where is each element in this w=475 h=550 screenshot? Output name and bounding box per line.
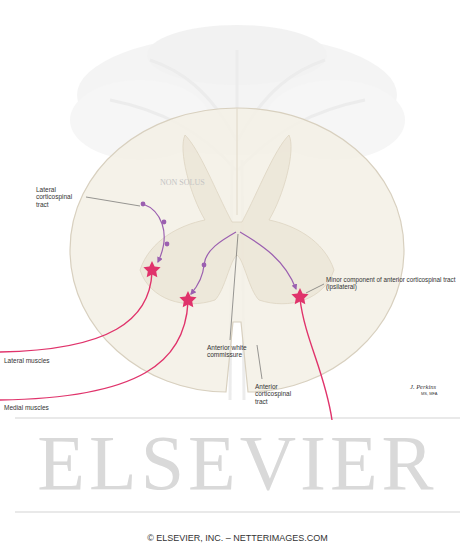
structure-label: Anterior white commissure (207, 344, 251, 359)
watermark-rule (15, 417, 460, 419)
artist-signature: J. Perkins (410, 383, 470, 390)
leader-lines (86, 197, 324, 379)
muscle-label: Medial muscles (4, 404, 84, 411)
tract-label: Minor component of anterior corticospina… (326, 276, 466, 290)
grey-matter (140, 135, 334, 304)
synapse-dots (141, 202, 207, 268)
median-septum (237, 108, 238, 215)
copyright-notice: © ELSEVIER, INC. – NETTERIMAGES.COM (0, 533, 475, 543)
tract-label: Lateral corticospinal tract (36, 186, 86, 208)
spinal-cord-outline (70, 108, 404, 392)
corticospinal-fibers (143, 204, 296, 294)
tract-label: Anterior corticospinal tract (255, 383, 305, 405)
muscle-label: Lateral muscles (4, 357, 84, 364)
watermark-motto: NON SOLUS (160, 178, 220, 187)
watermark-tree (70, 25, 405, 400)
watermark-rule (15, 511, 460, 513)
motor-axons (0, 272, 332, 420)
motor-neuron (143, 261, 308, 307)
artist-credential: MS, MFA (421, 392, 461, 397)
watermark-text: ELSEVIER (0, 424, 475, 502)
